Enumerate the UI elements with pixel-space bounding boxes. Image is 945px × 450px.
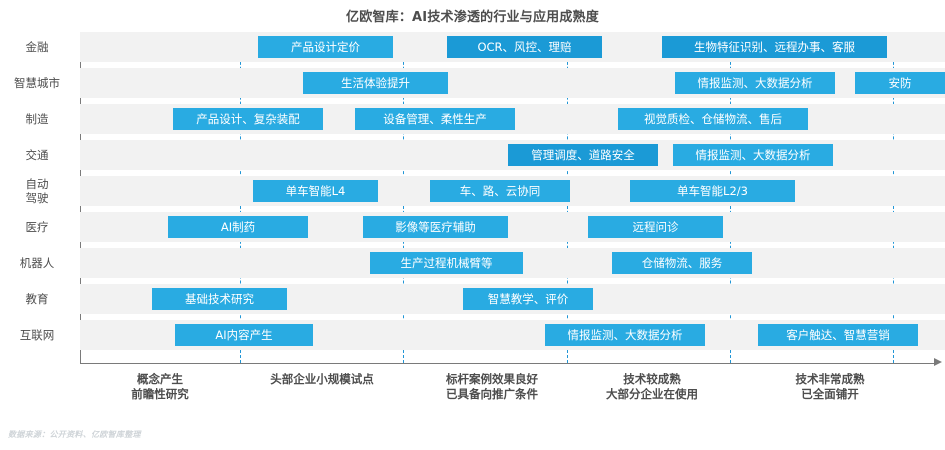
- bar-segment[interactable]: 影像等医疗辅助: [363, 216, 508, 238]
- bar-segment[interactable]: 生活体验提升: [303, 72, 448, 94]
- page-title: 亿欧智库：AI技术渗透的行业与应用成熟度: [346, 10, 599, 25]
- bar-segment[interactable]: AI制药: [168, 216, 308, 238]
- row-label-医疗: 医疗: [0, 220, 74, 234]
- row-label-line: 驾驶: [25, 191, 49, 205]
- row-label-line: 医疗: [25, 220, 49, 234]
- stage-label-line: 标杆案例效果良好: [446, 372, 538, 386]
- bar-segment[interactable]: 单车智能L4: [253, 180, 378, 202]
- bar-segment[interactable]: 设备管理、柔性生产: [355, 108, 515, 130]
- bar-segment[interactable]: 基础技术研究: [152, 288, 287, 310]
- footer-divider: [0, 445, 945, 446]
- bar-segment[interactable]: 视觉质检、仓储物流、售后: [618, 108, 808, 130]
- row-label-制造: 制造: [0, 112, 74, 126]
- bar-segment[interactable]: 产品设计定价: [258, 36, 393, 58]
- row-label-机器人: 机器人: [0, 256, 74, 270]
- stage-label-2: 头部企业小规模试点: [232, 372, 412, 387]
- stage-label-5: 技术非常成熟已全面铺开: [740, 372, 920, 402]
- row-label-line: 制造: [25, 112, 49, 126]
- stage-label-line: 前瞻性研究: [131, 387, 189, 401]
- x-axis-arrow-icon: [934, 358, 942, 366]
- bar-segment[interactable]: 车、路、云协同: [430, 180, 570, 202]
- stage-label-line: 已全面铺开: [801, 387, 859, 401]
- bar-segment[interactable]: 情报监测、大数据分析: [545, 324, 705, 346]
- x-axis-line: [80, 363, 935, 364]
- stage-label-line: 概念产生: [137, 372, 183, 386]
- row-label-教育: 教育: [0, 292, 74, 306]
- bar-segment[interactable]: 仓储物流、服务: [612, 252, 752, 274]
- stage-label-line: 技术较成熟: [623, 372, 681, 386]
- bar-segment[interactable]: 情报监测、大数据分析: [675, 72, 835, 94]
- bar-segment[interactable]: AI内容产生: [175, 324, 313, 346]
- row-label-line: 互联网: [19, 328, 55, 342]
- stage-label-line: 头部企业小规模试点: [270, 372, 374, 386]
- row-label-交通: 交通: [0, 148, 74, 162]
- bar-segment[interactable]: 远程问诊: [588, 216, 723, 238]
- bar-segment[interactable]: 客户触达、智慧营销: [758, 324, 918, 346]
- bar-segment[interactable]: 智慧教学、评价: [463, 288, 593, 310]
- stage-label-line: 技术非常成熟: [795, 372, 865, 386]
- bar-segment[interactable]: 情报监测、大数据分析: [673, 144, 833, 166]
- row-label-line: 机器人: [19, 256, 55, 270]
- row-label-line: 智慧城市: [14, 76, 60, 90]
- row-label-line: 交通: [25, 148, 49, 162]
- bar-segment[interactable]: 管理调度、道路安全: [508, 144, 658, 166]
- source-note: 数据来源：公开资料、亿欧智库整理: [8, 430, 141, 439]
- stage-label-3: 标杆案例效果良好已具备向推广条件: [402, 372, 582, 402]
- row-label-智慧城市: 智慧城市: [0, 76, 74, 90]
- stage-label-line: 已具备向推广条件: [446, 387, 538, 401]
- bar-segment[interactable]: 安防: [855, 72, 945, 94]
- stage-label-line: 大部分企业在使用: [606, 387, 698, 401]
- row-label-金融: 金融: [0, 40, 74, 54]
- stage-label-1: 概念产生前瞻性研究: [70, 372, 250, 402]
- bar-segment[interactable]: OCR、风控、理赔: [447, 36, 602, 58]
- stage-label-4: 技术较成熟大部分企业在使用: [562, 372, 742, 402]
- bar-segment[interactable]: 生产过程机械臂等: [370, 252, 523, 274]
- bar-segment[interactable]: 单车智能L2/3: [630, 180, 795, 202]
- row-label-line: 自动: [25, 177, 49, 191]
- row-label-互联网: 互联网: [0, 328, 74, 342]
- row-label-line: 教育: [25, 292, 49, 306]
- bar-segment[interactable]: 生物特征识别、远程办事、客服: [662, 36, 887, 58]
- bar-segment[interactable]: 产品设计、复杂装配: [173, 108, 323, 130]
- row-label-自动驾驶: 自动驾驶: [0, 177, 74, 205]
- row-label-line: 金融: [25, 40, 49, 54]
